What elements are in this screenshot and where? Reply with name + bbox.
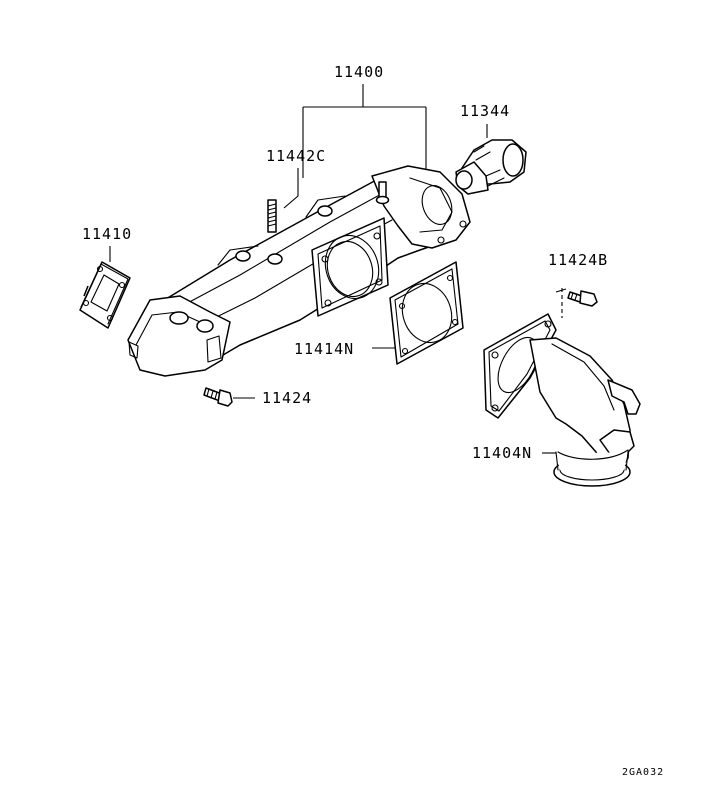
exhaust-manifold-11400[interactable] [127,165,471,377]
elbow-11404n[interactable] [483,313,641,487]
thermostat-housing-11344[interactable] [455,139,527,195]
bolt-11424b[interactable] [567,290,598,307]
leader-lines [109,84,567,454]
label-11424[interactable]: 11424 [262,389,312,407]
figure-code: 2GA032 [622,767,664,778]
gasket-11414n[interactable] [389,261,464,365]
label-11400[interactable]: 11400 [334,63,384,81]
label-11414n[interactable]: 11414N [294,340,354,358]
label-11442c[interactable]: 11442C [266,147,326,165]
label-11424b[interactable]: 11424B [548,251,608,269]
stud-11442c[interactable] [267,199,277,233]
gasket-11410[interactable] [79,261,131,329]
label-11404n[interactable]: 11404N [472,444,532,462]
label-11410[interactable]: 11410 [82,225,132,243]
bolt-11424[interactable] [203,387,233,407]
label-11344[interactable]: 11344 [460,102,510,120]
